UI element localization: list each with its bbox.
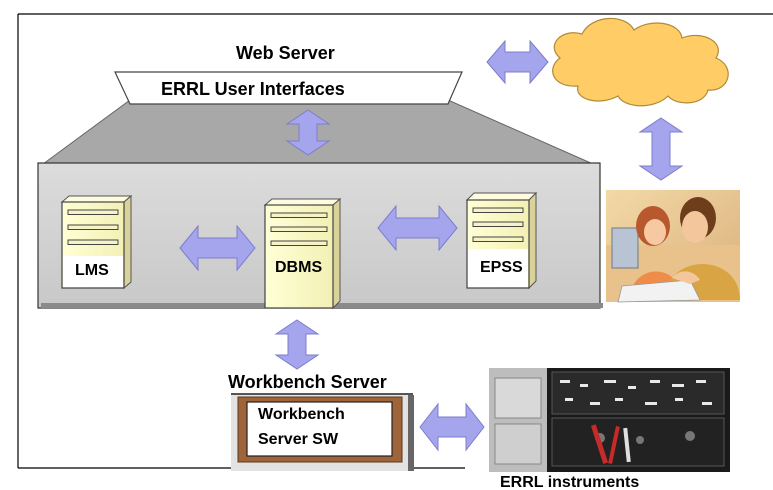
web-server-group [41, 71, 594, 165]
lms-server-tower[interactable] [60, 194, 133, 290]
arrow-workbench-to-instruments [419, 402, 485, 452]
errl-instruments-caption: ERRL instruments [500, 474, 640, 490]
dbms-server-tower[interactable] [263, 197, 342, 310]
workbench-software-line1: Workbench [258, 406, 345, 423]
arrow-lms-to-dbms [179, 224, 256, 272]
arrow-cloud-to-users [638, 117, 684, 181]
arrow-web-to-cloud [486, 39, 549, 85]
web-server-title: Web Server [236, 43, 335, 63]
internet-cloud[interactable] [552, 17, 729, 107]
epss-label: EPSS [480, 259, 523, 276]
arrow-banner-to-platform [285, 109, 331, 156]
web-server-funnel [41, 99, 594, 165]
errl-user-interfaces-label: ERRL User Interfaces [161, 79, 345, 99]
users-picture[interactable] [606, 190, 740, 303]
workbench-software-line2: Server SW [258, 431, 339, 448]
arrow-dbms-to-epss [377, 204, 458, 252]
connection-arrows [179, 39, 684, 452]
lms-label: LMS [75, 262, 109, 279]
epss-server-tower[interactable] [465, 191, 538, 290]
instruments-photo[interactable] [489, 368, 730, 472]
arrow-platform-to-workbench [274, 319, 320, 370]
web-server-banner[interactable] [114, 71, 463, 105]
workbench-server-block[interactable] [231, 393, 414, 471]
workbench-server-title: Workbench Server [228, 372, 387, 392]
dbms-label: DBMS [275, 259, 323, 276]
